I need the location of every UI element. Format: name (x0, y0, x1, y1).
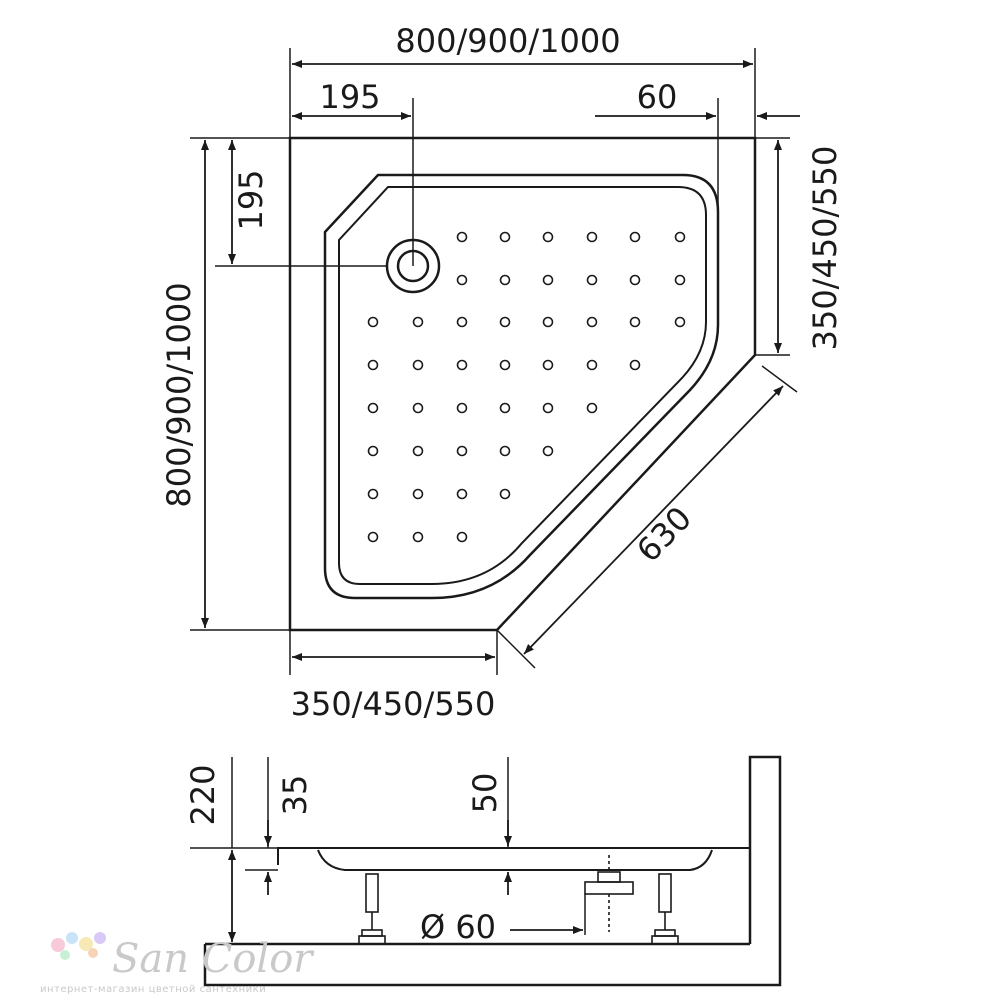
anti-slip-dot (456, 402, 468, 414)
logo-dots-icon (51, 932, 106, 960)
anti-slip-dot (412, 316, 424, 328)
label-drain-x: 195 (319, 78, 380, 116)
anti-slip-dot (367, 445, 379, 457)
anti-slip-dot (586, 231, 598, 243)
label-tray-depth: 50 (466, 773, 504, 814)
anti-slip-dot (629, 274, 641, 286)
logo-dot (88, 948, 98, 958)
drain-siphon-icon (584, 855, 634, 932)
anti-slip-dot (499, 445, 511, 457)
anti-slip-dot (499, 402, 511, 414)
anti-slip-dot (456, 445, 468, 457)
dim-line-diagonal (523, 385, 784, 655)
section-dimension-lines (228, 820, 583, 942)
label-diagonal: 630 (629, 499, 699, 569)
anti-slip-dot (542, 274, 554, 286)
support-leg (358, 873, 386, 945)
label-rim-height: 35 (276, 775, 314, 816)
support-leg (651, 873, 679, 945)
section-view: 220 35 50 Ø 60 (184, 755, 782, 987)
anti-slip-dot (456, 531, 468, 543)
anti-slip-dot (586, 402, 598, 414)
anti-slip-dot (542, 316, 554, 328)
section-tray (277, 847, 750, 871)
anti-slip-dot (586, 359, 598, 371)
anti-slip-dot (542, 402, 554, 414)
extension-lines (190, 48, 798, 675)
anti-slip-dot (367, 316, 379, 328)
anti-slip-dot (499, 359, 511, 371)
tray-basin-inner (338, 186, 707, 585)
anti-slip-dot (412, 359, 424, 371)
anti-slip-dot (542, 445, 554, 457)
top-view: 800/900/1000 195 60 800/900/1000 195 350… (160, 22, 844, 723)
label-side-right: 350/450/550 (806, 146, 844, 351)
anti-slip-dot (674, 316, 686, 328)
anti-slip-dot (412, 531, 424, 543)
anti-slip-dot (542, 231, 554, 243)
anti-slip-dot (412, 445, 424, 457)
sancolor-logo: San Color интернет-магазин цветной санте… (40, 932, 315, 995)
logo-dot (66, 932, 78, 944)
logo-brand: San Color (112, 936, 315, 982)
label-side-bottom: 350/450/550 (291, 685, 496, 723)
logo-dot (51, 938, 65, 952)
anti-slip-dot (456, 316, 468, 328)
anti-slip-dot (629, 231, 641, 243)
anti-slip-dot (586, 316, 598, 328)
label-drain-diameter: Ø 60 (420, 908, 496, 946)
anti-slip-dot (456, 488, 468, 500)
anti-slip-dot (499, 316, 511, 328)
anti-slip-dot (456, 359, 468, 371)
anti-slip-dot (542, 359, 554, 371)
logo-dot (94, 932, 106, 944)
anti-slip-dot (367, 359, 379, 371)
label-drain-y: 195 (232, 169, 270, 230)
anti-slip-dot (367, 402, 379, 414)
anti-slip-dot (629, 359, 641, 371)
anti-slip-dot (499, 231, 511, 243)
tray-outer-contour (288, 136, 757, 632)
logo-tagline: интернет-магазин цветной сантехники (40, 984, 266, 995)
section-extension-lines (190, 757, 586, 935)
anti-slip-dot (629, 316, 641, 328)
logo-dot (79, 937, 93, 951)
logo-dot (60, 950, 70, 960)
support-legs (358, 873, 679, 945)
anti-slip-dot (499, 274, 511, 286)
anti-slip-dot (412, 402, 424, 414)
anti-slip-dot (499, 488, 511, 500)
anti-slip-dot (674, 231, 686, 243)
anti-slip-dot (456, 274, 468, 286)
label-width: 800/900/1000 (395, 22, 620, 60)
anti-slip-dot (586, 274, 598, 286)
anti-slip-dot (367, 531, 379, 543)
label-depth: 800/900/1000 (160, 282, 198, 507)
dimension-lines (201, 60, 800, 661)
label-height: 220 (184, 764, 222, 825)
anti-slip-dots (367, 231, 686, 543)
anti-slip-dot (674, 274, 686, 286)
anti-slip-dot (367, 488, 379, 500)
label-rim: 60 (637, 78, 678, 116)
anti-slip-dot (456, 231, 468, 243)
anti-slip-dot (412, 488, 424, 500)
